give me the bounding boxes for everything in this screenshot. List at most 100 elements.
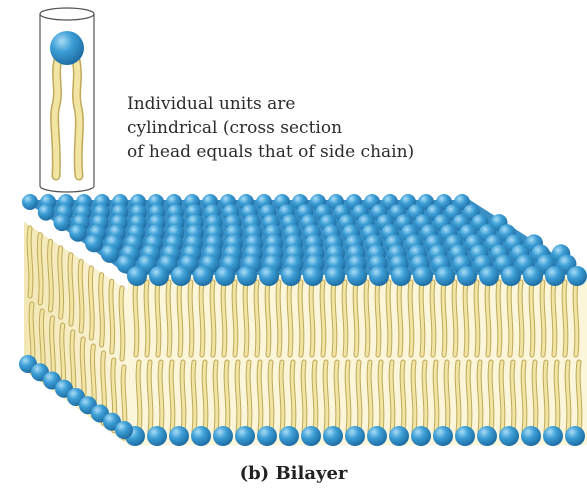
tail-upper-fill <box>245 282 247 355</box>
tail-upper-fill <box>333 282 335 355</box>
front-top-head <box>171 266 191 286</box>
side-tail-upper-fill <box>39 235 41 303</box>
bottom-head <box>499 426 519 446</box>
tail-lower-fill <box>325 362 327 432</box>
tail-upper-fill <box>377 282 379 355</box>
tail-upper-fill <box>399 282 401 355</box>
front-top-head <box>127 266 147 286</box>
top-head <box>38 204 55 221</box>
tail-lower-fill <box>501 362 503 432</box>
tail-lower-fill <box>226 362 228 432</box>
front-top-head <box>259 266 279 286</box>
tail-upper-fill <box>278 282 280 355</box>
side-tail-upper-fill <box>29 228 31 296</box>
tail-lower-fill <box>468 362 470 432</box>
tail-upper-fill <box>476 282 478 355</box>
front-top-head <box>325 266 345 286</box>
top-head <box>22 194 38 210</box>
bottom-head <box>191 426 211 446</box>
tail-lower-fill <box>347 362 349 432</box>
tail-upper-fill <box>146 282 148 355</box>
bottom-head <box>345 426 365 446</box>
tail-lower-fill <box>380 362 382 432</box>
tail-upper-fill <box>344 282 346 355</box>
tail-lower-fill <box>457 362 459 432</box>
tail-upper-fill <box>531 282 533 355</box>
tail-upper-fill <box>553 282 555 355</box>
tail-upper-fill <box>421 282 423 355</box>
front-top-head <box>523 266 543 286</box>
bottom-head <box>169 426 189 446</box>
bottom-head <box>411 426 431 446</box>
front-top-head <box>369 266 389 286</box>
front-top-head <box>303 266 323 286</box>
tail-upper-fill <box>212 282 214 355</box>
tail-upper-fill <box>465 282 467 355</box>
side-bottom-head <box>115 421 133 439</box>
tail-lower-fill <box>303 362 305 432</box>
front-top-head-row <box>127 266 587 286</box>
annotation-line-2: cylindrical (cross section <box>127 116 414 140</box>
tail-lower-fill <box>413 362 415 432</box>
tail-upper-fill <box>355 282 357 355</box>
tail-upper-fill <box>520 282 522 355</box>
bottom-head <box>543 426 563 446</box>
side-tail-upper-fill <box>90 268 92 338</box>
tail-lower-fill <box>424 362 426 432</box>
phospholipid-unit-icon <box>50 31 84 176</box>
bottom-head <box>367 426 387 446</box>
bottom-head <box>235 426 255 446</box>
tail-lower-fill <box>556 362 558 432</box>
tail-lower-fill <box>248 362 250 432</box>
tail-upper-fill <box>179 282 181 355</box>
side-tail-upper-fill <box>60 248 62 317</box>
tail-lower-fill <box>292 362 294 432</box>
bottom-head <box>389 426 409 446</box>
tail-lower-fill <box>512 362 514 432</box>
figure-caption: (b) Bilayer <box>0 463 587 484</box>
tail-lower-fill <box>204 362 206 432</box>
tail-upper-fill <box>267 282 269 355</box>
tail-upper-fill <box>575 282 577 355</box>
tail-lower-fill <box>523 362 525 432</box>
tail-upper-fill <box>300 282 302 355</box>
tail-upper-fill <box>234 282 236 355</box>
bottom-head <box>477 426 497 446</box>
side-tail-upper-fill <box>70 255 72 324</box>
front-top-head <box>413 266 433 286</box>
tail-upper-fill <box>322 282 324 355</box>
tail-upper-fill <box>135 282 137 355</box>
annotation-line-1: Individual units are <box>127 92 414 116</box>
tail-upper-fill <box>289 282 291 355</box>
tail-upper-fill <box>168 282 170 355</box>
front-top-head <box>237 266 257 286</box>
tail-upper-fill <box>311 282 313 355</box>
tail-lower-fill <box>138 362 140 432</box>
side-tail-upper-fill <box>111 281 113 352</box>
tail-upper-fill <box>487 282 489 355</box>
tail-lower-fill <box>270 362 272 432</box>
annotation-line-3: of head equals that of side chain) <box>127 140 414 164</box>
front-top-head <box>435 266 455 286</box>
bottom-head <box>301 426 321 446</box>
tail-lower-fill <box>402 362 404 432</box>
bottom-head <box>521 426 541 446</box>
tail-upper-fill <box>542 282 544 355</box>
tail-lower-fill <box>336 362 338 432</box>
tail-upper-fill <box>454 282 456 355</box>
side-tail-upper-fill <box>80 261 82 331</box>
front-top-head <box>479 266 499 286</box>
side-tail-upper-fill <box>50 241 52 310</box>
bottom-head <box>213 426 233 446</box>
bottom-head <box>433 426 453 446</box>
tail-upper-fill <box>256 282 258 355</box>
tail-lower-fill <box>193 362 195 432</box>
front-top-head <box>215 266 235 286</box>
front-top-head <box>347 266 367 286</box>
tail-upper-fill <box>498 282 500 355</box>
tail-upper-fill <box>410 282 412 355</box>
tail-upper-fill <box>443 282 445 355</box>
bottom-head <box>323 426 343 446</box>
top-head <box>54 214 71 231</box>
